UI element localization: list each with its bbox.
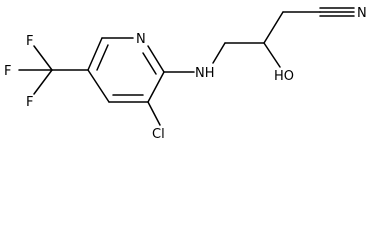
- atom-label-fluorine-bottom: F: [26, 95, 33, 110]
- bond-c2-c3: [147, 71, 165, 103]
- atom-label-hydroxyl: HO: [274, 69, 294, 84]
- atom-label-chlorine: Cl: [152, 127, 165, 142]
- atom-label-nitrile-nitrogen: N: [357, 6, 367, 21]
- bond-choh-ch2cn: [263, 11, 284, 44]
- bond-n1-c2: [147, 45, 165, 73]
- bond-cf3-f-top: [33, 45, 53, 71]
- bond-c3-cl: [147, 101, 161, 126]
- bond-c4-c5: [87, 69, 110, 103]
- bond-c5-c6: [87, 37, 103, 71]
- bond-n1-c2-double: [142, 52, 157, 75]
- chemical-structure-drawing: N NH N F F F Cl HO: [4, 6, 367, 142]
- atom-label-amine-nh: NH: [195, 66, 215, 81]
- bond-c5-c6-double: [96, 44, 109, 71]
- bond-cf3-f-bottom: [33, 69, 53, 95]
- atom-label-fluorine-left: F: [4, 64, 11, 79]
- atom-label-ring-nitrogen: N: [136, 32, 146, 47]
- bond-nh-ch2: [212, 42, 226, 64]
- atom-label-fluorine-top: F: [26, 34, 33, 49]
- bond-choh-oh: [263, 42, 281, 68]
